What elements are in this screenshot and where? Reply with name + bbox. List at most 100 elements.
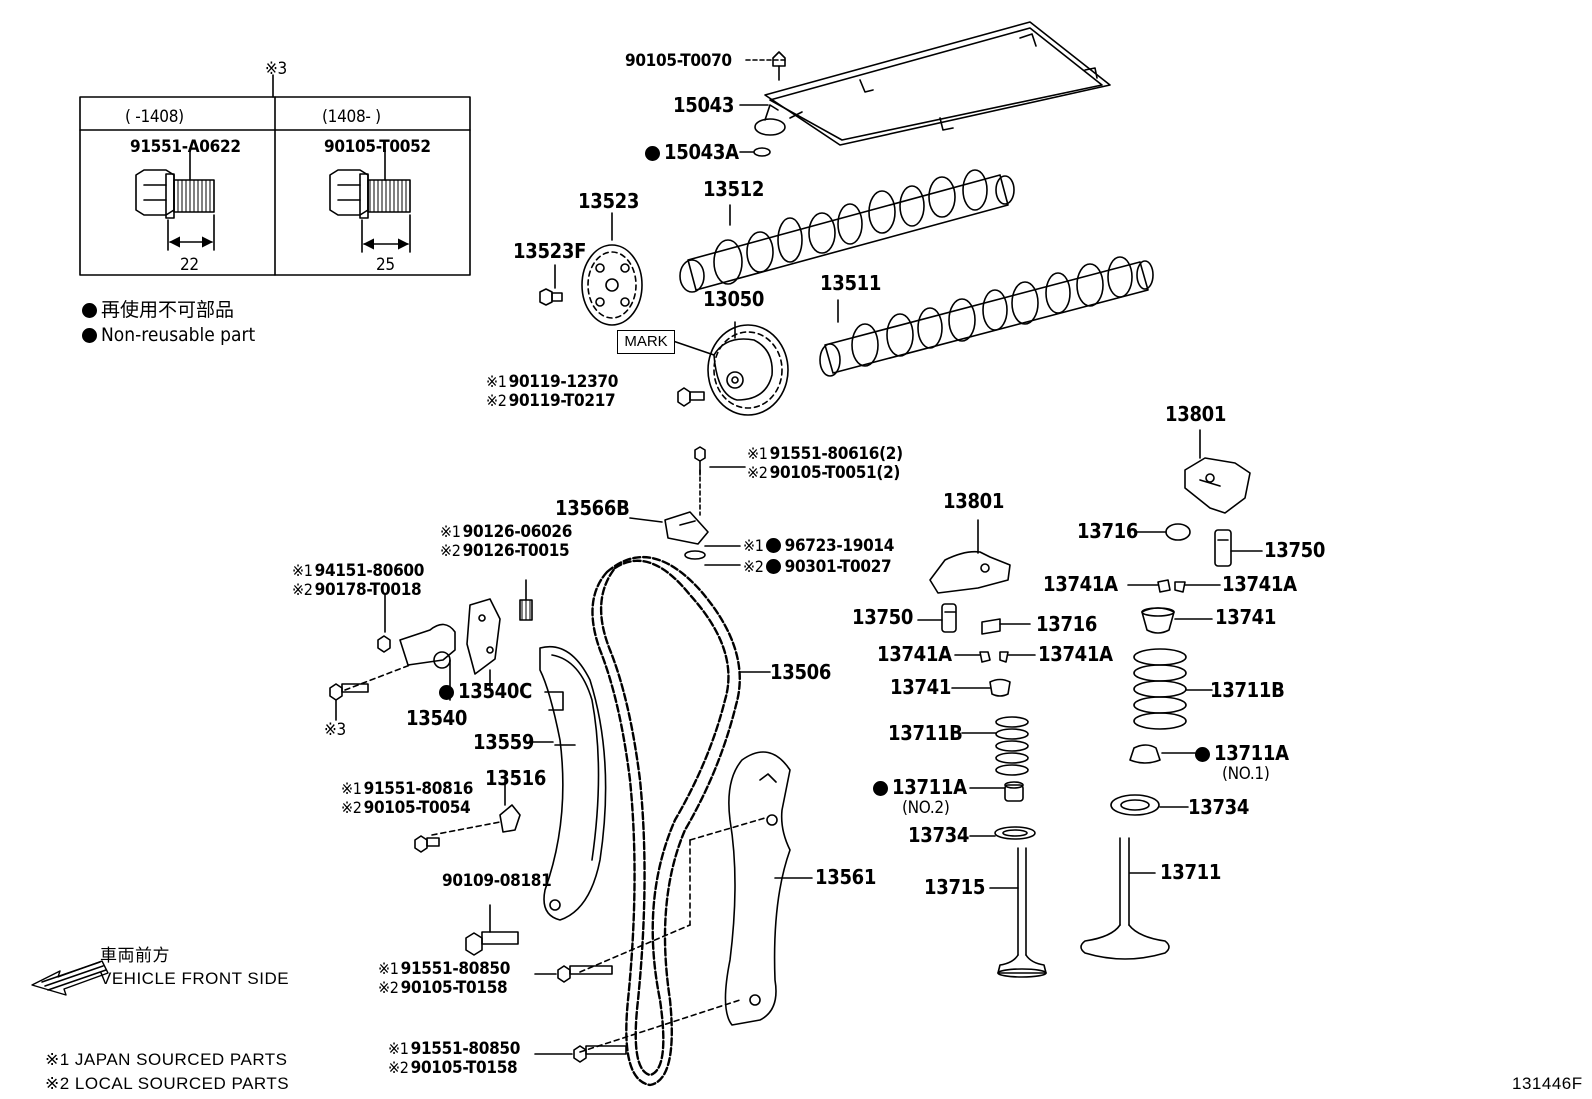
label-13523: 13523: [578, 189, 640, 213]
label-13801-left: 13801: [943, 489, 1005, 513]
inset-col2-part: 90105-T0052: [324, 137, 431, 157]
camshaft-13512: [679, 169, 1015, 293]
label-13711B-left: 13711B: [888, 721, 963, 745]
ref-3-label: ※3: [324, 720, 346, 740]
footnote-japan: ※1 JAPAN SOURCED PARTS: [45, 1050, 288, 1069]
valve-13715: [989, 847, 1047, 978]
lash-adjuster-13750-left: [917, 603, 1036, 663]
label-90105-T0070: 90105-T0070: [625, 51, 732, 71]
spring-seat-13734-left: [969, 826, 1036, 840]
non-reusable-dot-icon: [1195, 747, 1210, 762]
label-13050: 13050: [703, 287, 765, 311]
inset-col1-dim: 22: [180, 255, 199, 275]
label-13734-left: 13734: [908, 823, 970, 847]
non-reusable-dot-icon: [765, 538, 781, 553]
non-reusable-dot-icon: [765, 559, 781, 574]
label-90109-08181: 90109-08181: [442, 871, 552, 891]
mark-callout: MARK: [617, 330, 675, 354]
non-reusable-dot-icon: [82, 303, 97, 318]
legend-jp: 再使用不可部品: [82, 299, 234, 321]
non-reusable-dot-icon: [82, 328, 97, 343]
label-13711A-no2: 13711A: [873, 776, 967, 798]
legend-en: Non-reusable part: [82, 324, 255, 346]
label-13711A-no1: 13711A: [1195, 742, 1289, 764]
inset-table: [79, 74, 471, 276]
chain-guide-13561: [579, 751, 813, 1053]
tensioner-13540: [329, 579, 533, 721]
non-reusable-dot-icon: [645, 146, 660, 161]
label-13566B: 13566B: [555, 496, 630, 520]
label-no1: (NO.1): [1222, 764, 1270, 784]
label-13516: 13516: [485, 766, 547, 790]
label-13512: 13512: [703, 177, 765, 201]
oil-nozzle-13516: [414, 779, 521, 853]
valve-spring-13711B-right: [1133, 648, 1213, 730]
lash-adjuster-13750-right: [1127, 523, 1263, 593]
bolt-90109: [465, 904, 519, 956]
camshaft-13511: [819, 256, 1154, 377]
front-label-en: VEHICLE FRONT SIDE: [100, 969, 290, 988]
inset-col1-header: ( -1408): [125, 107, 184, 127]
label-13715: 13715: [924, 875, 986, 899]
timing-chain-13506: [591, 556, 741, 1087]
spring-seat-13734-right: [1110, 794, 1189, 816]
inset-col2-header: (1408- ): [322, 107, 381, 127]
label-13561: 13561: [815, 865, 877, 889]
valve-13711: [1080, 837, 1170, 960]
rocker-arm-13801-left: [929, 519, 1011, 594]
label-13750-left: 13750: [852, 605, 914, 629]
label-13506: 13506: [770, 660, 832, 684]
guide-bolts: [534, 965, 627, 1063]
label-13741-right: 13741: [1215, 605, 1277, 629]
label-13741-left: 13741: [890, 675, 952, 699]
label-13741A-c: 13741A: [877, 642, 952, 666]
label-13523F: 13523F: [513, 239, 587, 263]
label-13540: 13540: [406, 706, 468, 730]
label-15043: 15043: [673, 93, 735, 117]
label-13511: 13511: [820, 271, 882, 295]
label-13711B-right: 13711B: [1210, 678, 1285, 702]
label-13741A-a: 13741A: [1043, 572, 1118, 596]
valve-stem-seal-13711A-no1: [1129, 744, 1196, 764]
label-13540C: 13540C: [439, 680, 532, 702]
rocker-arm-13801-right: [1184, 429, 1251, 514]
label-13734-right: 13734: [1188, 795, 1250, 819]
label-13711: 13711: [1160, 860, 1222, 884]
label-15043A: 15043A: [645, 141, 739, 163]
label-13801-right: 13801: [1165, 402, 1227, 426]
vvt-gear-13050: [672, 321, 789, 416]
label-13741A-d: 13741A: [1038, 642, 1113, 666]
inset-col2-dim: 25: [376, 255, 395, 275]
sprocket-13523: [539, 212, 643, 326]
gasket-15043: [739, 21, 1111, 157]
front-arrow: [31, 960, 109, 996]
label-13559: 13559: [473, 730, 535, 754]
chain-tensioner-13566B: [629, 446, 746, 566]
label-13716-right: 13716: [1077, 519, 1139, 543]
footnote-local: ※2 LOCAL SOURCED PARTS: [45, 1074, 290, 1093]
label-13741A-b: 13741A: [1222, 572, 1297, 596]
valve-retainer-13741-left: [951, 678, 1011, 697]
valve-retainer-13741-right: [1141, 607, 1213, 634]
figure-id: 131446F: [1512, 1074, 1583, 1093]
label-no2: (NO.2): [902, 798, 950, 818]
inset-ref: ※3: [265, 59, 287, 79]
label-13750-right: 13750: [1264, 538, 1326, 562]
front-label-jp: 車両前方: [100, 946, 170, 965]
chain-guide-13559: [539, 646, 607, 921]
label-13716-left: 13716: [1036, 612, 1098, 636]
